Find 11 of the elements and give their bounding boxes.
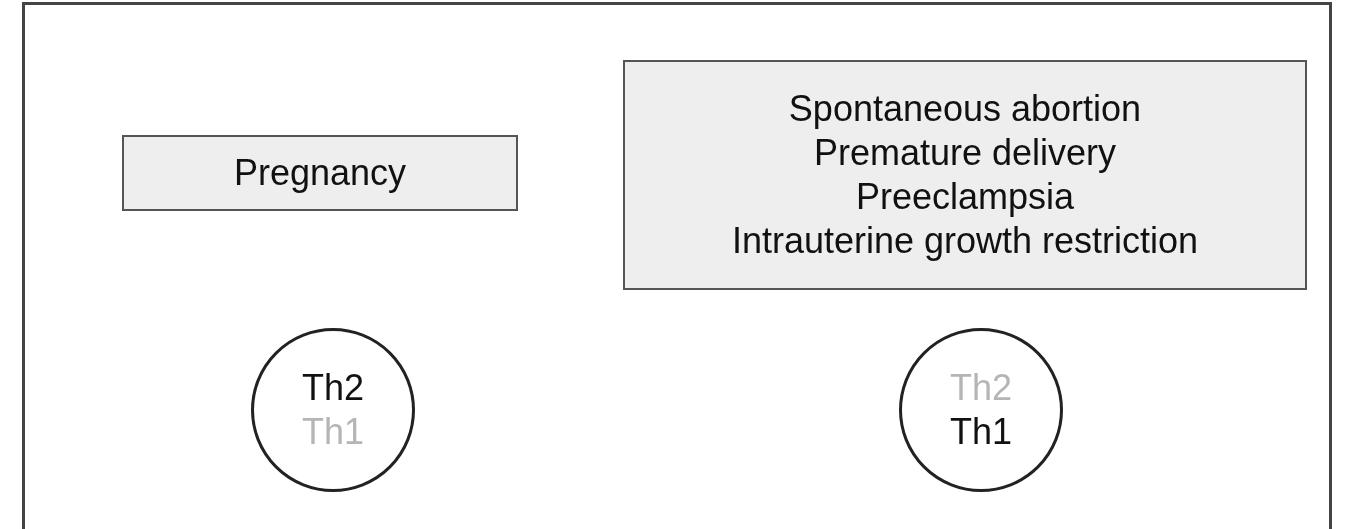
node-text: Intrauterine growth restriction	[731, 219, 1199, 263]
node-text: Pregnancy	[233, 151, 407, 195]
node-text: Spontaneous abortion	[788, 87, 1142, 131]
node-text: Preeclampsia	[855, 175, 1075, 219]
outcome-box	[122, 135, 518, 211]
outcome-box	[623, 60, 1307, 290]
node-text: Th2	[301, 366, 364, 410]
node-text: Th2	[949, 366, 1012, 410]
node-text: Premature delivery	[813, 131, 1117, 175]
node-text: Th1	[301, 410, 364, 454]
node-text: Th1	[949, 410, 1012, 454]
